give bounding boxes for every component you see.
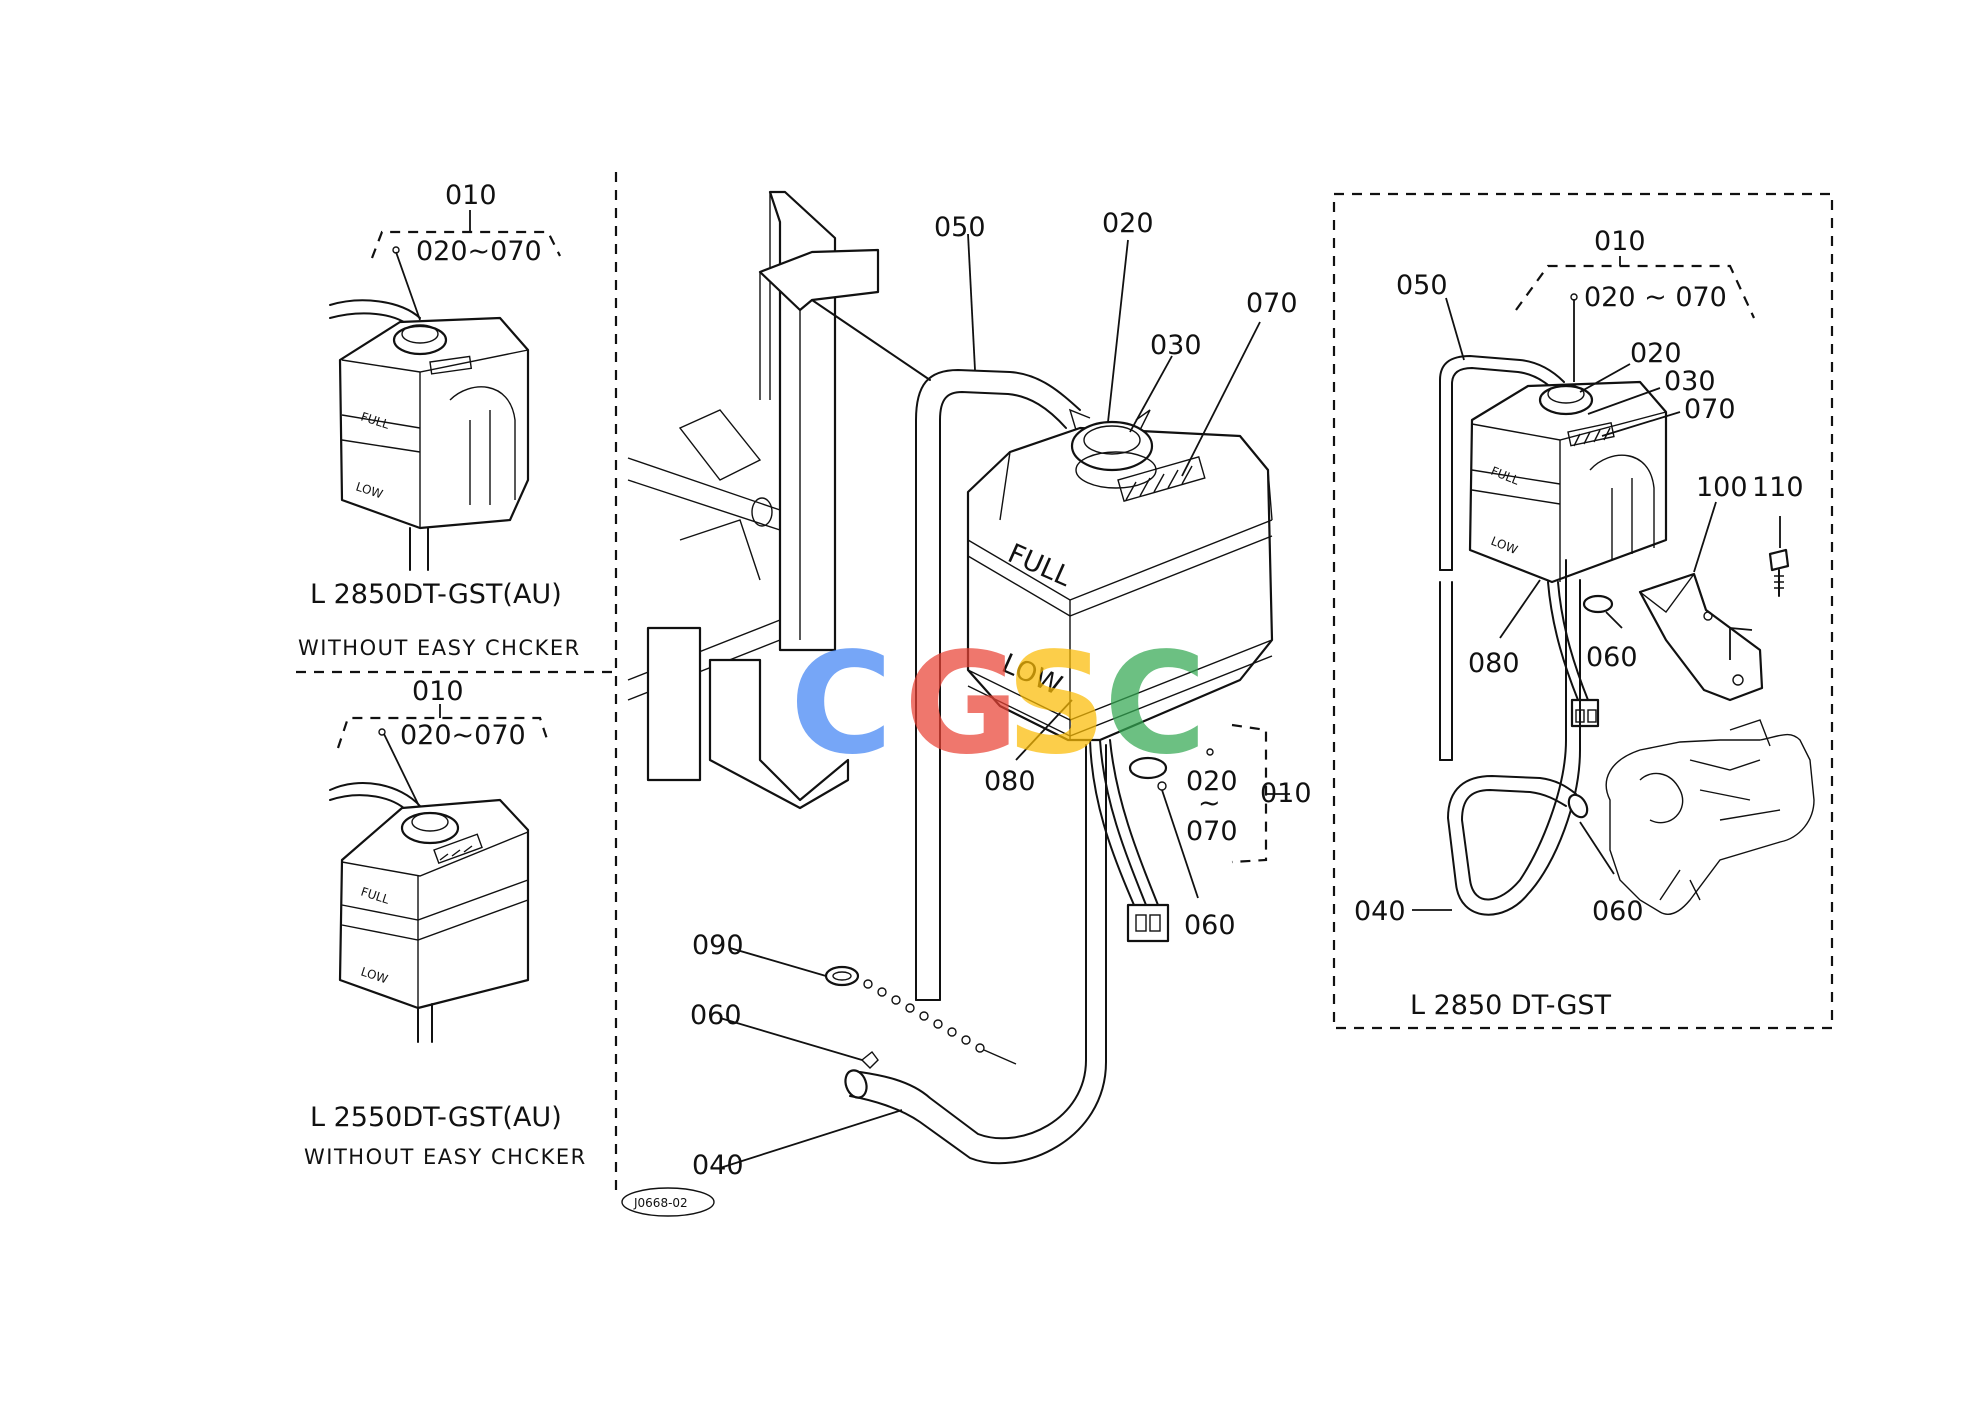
overflow-hose-050 — [915, 369, 1081, 1001]
right-clip-060 — [1582, 594, 1614, 614]
right-range: 020 ~ 070 — [1584, 282, 1727, 313]
bottom-left-note: WITHOUT EASY CHCKER — [304, 1145, 587, 1169]
main-callout-040: 040 — [692, 1150, 744, 1181]
bottom-left-cap — [400, 811, 460, 845]
main-callout-090: 090 — [692, 930, 744, 961]
bead-chain — [863, 979, 1017, 1065]
bottom-left-tank — [338, 798, 530, 1010]
cap-strap-090 — [824, 965, 860, 987]
top-left-range: 020~070 — [416, 236, 542, 267]
main-reserve-tank — [966, 426, 1274, 742]
watermark: C G S C — [790, 623, 1207, 786]
right-callout-110: 110 — [1752, 472, 1804, 503]
bottom-left-assembly-bracket — [336, 716, 550, 749]
hose-end-040 — [844, 1069, 868, 1099]
right-sensor-wires — [1547, 581, 1579, 701]
right-callout-070: 070 — [1684, 394, 1736, 425]
bottom-left-model: L 2550DT-GST(AU) — [310, 1102, 562, 1133]
right-bolt-110 — [1768, 548, 1790, 572]
right-callout-020: 020 — [1630, 338, 1682, 369]
right-callout-050: 050 — [1396, 270, 1448, 301]
variant-bottom-left: 010 020~070 FULL LOW L 2550DT-GST(AU) WI… — [304, 676, 587, 1169]
main-callout-060-hose: 060 — [690, 1000, 742, 1031]
main-assembly: FULL LOW — [621, 190, 1312, 1217]
main-subassembly-bracket — [1231, 723, 1268, 864]
right-assembly-number: 010 — [1594, 226, 1646, 257]
top-left-cap — [392, 324, 448, 356]
top-left-tank — [338, 316, 530, 530]
top-left-assembly-bracket — [370, 230, 561, 259]
bottom-left-range: 020~070 — [400, 720, 526, 751]
right-mount-bracket-100 — [1638, 572, 1764, 702]
main-cap-020 — [1070, 420, 1154, 472]
right-callout-100: 100 — [1696, 472, 1748, 503]
main-callout-020: 020 — [1102, 208, 1154, 239]
right-callout-060-hose: 060 — [1592, 896, 1644, 927]
right-callout-040: 040 — [1354, 896, 1406, 927]
right-assembly-bracket — [1515, 264, 1755, 319]
top-left-hose — [329, 299, 421, 319]
bottom-left-assembly-number: 010 — [412, 676, 464, 707]
variant-right: 010 020 ~ 070 FULL LOW — [1354, 226, 1815, 1021]
watermark-letter-2: G — [904, 623, 1019, 786]
variant-top-left: 010 020~070 FULL LOW L 2850DT-GST(AU) WI… — [298, 180, 581, 660]
main-callout-080: 080 — [984, 766, 1036, 797]
watermark-letter-3: S — [1006, 623, 1107, 786]
main-callout-050: 050 — [934, 212, 986, 243]
sensor-connector — [1126, 903, 1170, 943]
right-lower-hose-040 — [1461, 559, 1567, 901]
right-panel-border — [1332, 192, 1834, 1030]
main-callout-030: 030 — [1150, 330, 1202, 361]
lower-hose-040 — [859, 744, 1087, 1140]
main-cap-seal-030 — [1075, 451, 1157, 489]
right-callout-030: 030 — [1664, 366, 1716, 397]
drawing-number: J0668-02 — [633, 1196, 688, 1210]
main-callout-070-range: 070 — [1186, 816, 1238, 847]
right-model: L 2850 DT-GST — [1410, 990, 1612, 1021]
drawing-number-oval — [621, 1187, 715, 1217]
right-cap-020 — [1538, 384, 1594, 416]
right-decal-070 — [1567, 422, 1615, 447]
right-hose-end-040 — [1567, 793, 1589, 819]
top-left-assembly-number: 010 — [445, 180, 497, 211]
main-callout-070: 070 — [1246, 288, 1298, 319]
engine-outline — [1605, 733, 1815, 916]
main-callout-060-clip: 060 — [1184, 910, 1236, 941]
right-overflow-hose-050 — [1439, 355, 1565, 571]
watermark-letter-1: C — [790, 623, 893, 786]
right-callout-060-clip: 060 — [1586, 642, 1638, 673]
main-decal-070 — [1117, 455, 1206, 503]
right-callout-080: 080 — [1468, 648, 1520, 679]
bottom-left-hose — [329, 782, 421, 807]
main-callout-010: 010 — [1260, 778, 1312, 809]
main-clip-060 — [1128, 756, 1168, 780]
level-sensor-wires — [1089, 739, 1135, 906]
top-left-model: L 2850DT-GST(AU) — [310, 579, 562, 610]
main-callout-020-range: 020 — [1186, 766, 1238, 797]
main-range-tilde: ~ — [1198, 788, 1221, 819]
hose-clip-060 — [860, 1051, 879, 1069]
watermark-letter-4: C — [1104, 623, 1207, 786]
top-left-note: WITHOUT EASY CHCKER — [298, 636, 581, 660]
